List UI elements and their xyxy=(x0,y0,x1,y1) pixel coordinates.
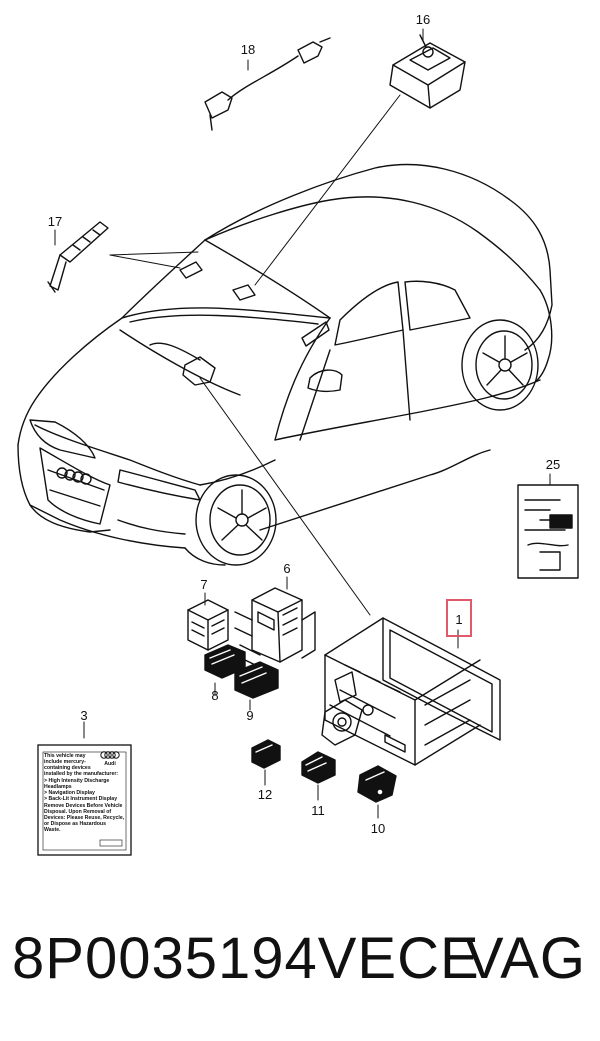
callout-12: 12 xyxy=(258,787,272,802)
callout-25: 25 xyxy=(546,457,560,472)
part-18-cable xyxy=(204,37,331,131)
label-line: Remove Devices Before Vehicle xyxy=(44,803,123,809)
leader-lines xyxy=(109,94,401,616)
part-16-module xyxy=(389,34,466,109)
callout-18: 18 xyxy=(241,42,255,57)
part-3-warning-label: Audi This vehicle may include mercury- c… xyxy=(37,744,132,856)
callout-10: 10 xyxy=(371,821,385,836)
label-brand: Audi xyxy=(104,761,116,767)
part-11-connector xyxy=(301,751,336,784)
label-line: or Dispose as Hazardous xyxy=(44,821,106,827)
brand-name: VAG xyxy=(464,926,586,991)
caption: 8P0035194VECE VAG xyxy=(0,925,600,1025)
callout-7: 7 xyxy=(200,577,207,592)
callout-lines xyxy=(54,28,551,819)
callout-1: 1 xyxy=(455,612,462,627)
callout-17: 17 xyxy=(48,214,62,229)
part-6-connector-housing xyxy=(234,587,316,673)
part-10-connector xyxy=(357,765,397,803)
label-line: containing devices xyxy=(44,765,91,771)
part-1-highlight-box xyxy=(446,599,472,637)
part-number: 8P0035194VECE xyxy=(12,926,480,991)
label-line: > Navigation Display xyxy=(44,790,95,796)
part-7-connector xyxy=(187,599,229,651)
label-line: Headlamps xyxy=(44,784,72,790)
part-12-connector xyxy=(251,739,281,769)
part-25-label-sheet xyxy=(517,484,579,579)
part-17-sensor-strip xyxy=(47,221,109,293)
label-line: This vehicle may xyxy=(44,753,86,759)
callout-6: 6 xyxy=(283,561,290,576)
callout-8: 8 xyxy=(211,688,218,703)
label-line: Devices: Please Reuse, Recycle, xyxy=(44,815,125,821)
car-illustration xyxy=(17,163,553,566)
label-line: Waste. xyxy=(44,827,61,833)
label-line: > Back-Lit Instrument Display xyxy=(44,796,117,802)
part-1-head-unit xyxy=(321,617,501,766)
callout-9: 9 xyxy=(246,708,253,723)
callout-11: 11 xyxy=(311,803,325,818)
label-line: installed by the manufacturer: xyxy=(44,771,118,777)
callout-numbers: 16 18 17 25 6 7 8 9 3 1 12 11 10 xyxy=(48,12,560,836)
part-9-connector xyxy=(234,661,279,699)
label-line: Disposal. Upon Removal of xyxy=(44,809,111,815)
label-line: > High Intensity Discharge xyxy=(44,778,109,784)
parts-diagram: Audi This vehicle may include mercury- c… xyxy=(17,12,579,856)
callout-3: 3 xyxy=(80,708,87,723)
callout-16: 16 xyxy=(416,12,430,27)
label-line: include mercury- xyxy=(44,759,86,765)
